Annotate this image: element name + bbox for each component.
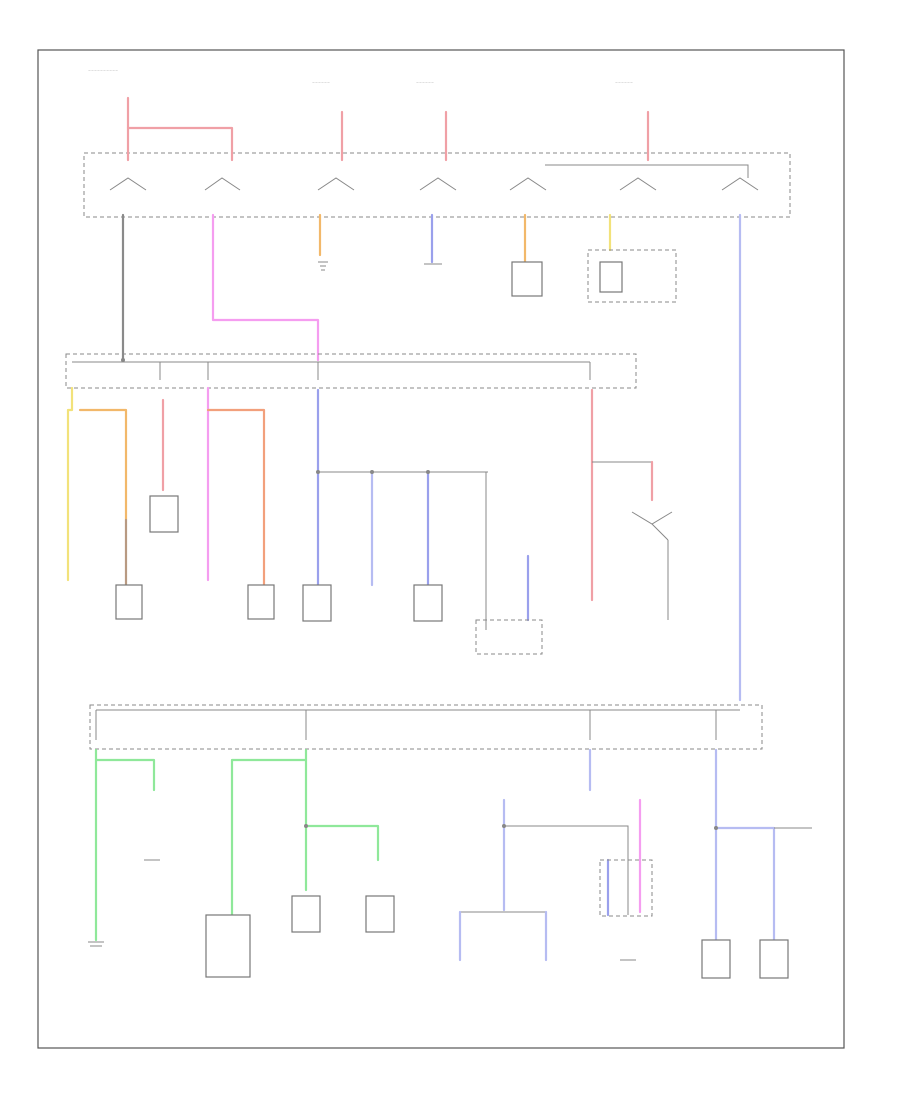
svg-text:~~~~~~: ~~~~~~ bbox=[416, 81, 434, 85]
switch-internal-bus bbox=[545, 164, 749, 178]
switch-contacts bbox=[109, 177, 759, 191]
wire-yellow-2 bbox=[66, 386, 74, 582]
wire-red-feed-left bbox=[126, 96, 234, 162]
top-source-labels: ~~~~~~~~~~ ~~~~~~ ~~~~~~ ~~~~~~ bbox=[88, 69, 633, 85]
component-bottom-1 bbox=[205, 914, 251, 978]
component-bottom-2 bbox=[291, 895, 321, 933]
component-mid-1 bbox=[149, 495, 179, 533]
junction-dots bbox=[121, 358, 718, 830]
diagram-border bbox=[37, 49, 845, 1049]
svg-text:~~~~~~: ~~~~~~ bbox=[615, 81, 633, 85]
ignition-switch-block bbox=[83, 152, 791, 218]
wire-orange-3 bbox=[78, 408, 128, 522]
component-mid-6 bbox=[475, 619, 543, 655]
wire-green-center-2 bbox=[230, 758, 308, 917]
component-mid-4 bbox=[302, 584, 332, 622]
wire-lightblue-right-2 bbox=[714, 826, 776, 942]
svg-text:~~~~~~: ~~~~~~ bbox=[312, 81, 330, 85]
ignition-switch-section: ~~~~~~~~~~ ~~~~~~ ~~~~~~ ~~~~~~ bbox=[83, 69, 791, 218]
component-bottom-5 bbox=[701, 939, 731, 979]
switch-right bbox=[631, 511, 673, 620]
component-mid-2 bbox=[115, 584, 143, 620]
component-mid-5 bbox=[413, 584, 443, 622]
top-components bbox=[318, 249, 677, 303]
fuse-panel-bottom bbox=[89, 704, 763, 750]
component-mid-3 bbox=[247, 584, 275, 620]
wire-green-left-2 bbox=[94, 758, 156, 792]
component-bottom-4 bbox=[599, 859, 653, 917]
component-bottom-3 bbox=[365, 895, 395, 933]
component-box-2 bbox=[587, 249, 677, 303]
wire-salmon bbox=[206, 408, 266, 587]
wire-pink-main bbox=[211, 213, 320, 362]
wire-green-center-3 bbox=[304, 824, 380, 862]
component-box-1 bbox=[511, 261, 543, 297]
component-bottom-6 bbox=[759, 939, 789, 979]
svg-text:~~~~~~~~~~: ~~~~~~~~~~ bbox=[88, 69, 118, 73]
fuse-panel-middle bbox=[65, 353, 637, 389]
